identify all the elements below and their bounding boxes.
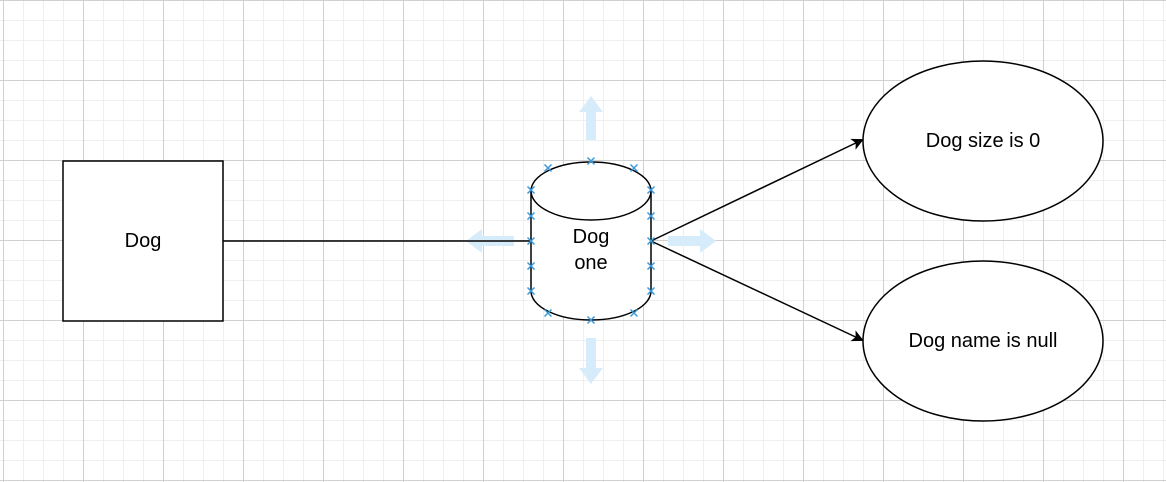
- dog-one-label-line1: Dog: [572, 226, 610, 248]
- hover-arrow-up-icon[interactable]: [579, 96, 603, 140]
- hover-arrow-right-icon[interactable]: [668, 229, 716, 253]
- connection-point-icon[interactable]: [646, 185, 656, 195]
- dog-node[interactable]: [62, 160, 224, 322]
- dog-size-node-label: Dog size is 0: [863, 61, 1103, 221]
- connection-point-icon[interactable]: [646, 211, 656, 221]
- dog-name-node-label: Dog name is null: [863, 261, 1103, 421]
- connection-point-icon[interactable]: [629, 163, 639, 173]
- connection-point-icon[interactable]: [629, 308, 639, 318]
- dog-size-label-text: Dog size is 0: [925, 130, 1041, 152]
- connection-point-icon[interactable]: [526, 211, 536, 221]
- connection-point-icon[interactable]: [586, 315, 596, 325]
- dog-one-label-line2: one: [574, 252, 608, 274]
- connection-point-icon[interactable]: [526, 236, 536, 246]
- connection-point-icon[interactable]: [526, 185, 536, 195]
- connection-point-icon[interactable]: [646, 261, 656, 271]
- dog-label-text: Dog: [124, 230, 162, 252]
- dog-name-label-text: Dog name is null: [908, 330, 1058, 352]
- hover-arrow-down-icon[interactable]: [579, 338, 603, 384]
- connection-point-icon[interactable]: [526, 261, 536, 271]
- selection-handles: [526, 156, 656, 325]
- edge-dog-one-to-dog-name[interactable]: [650, 240, 864, 342]
- connection-point-icon[interactable]: [543, 163, 553, 173]
- connection-point-icon[interactable]: [586, 156, 596, 166]
- connection-point-icon[interactable]: [646, 286, 656, 296]
- dog-node-label: Dog: [63, 161, 223, 321]
- dog-name-node[interactable]: [862, 260, 1104, 422]
- connection-point-icon[interactable]: [646, 236, 656, 246]
- edge-dog-one-to-dog-size[interactable]: [650, 138, 864, 242]
- connection-point-icon[interactable]: [526, 286, 536, 296]
- dog-size-node[interactable]: [862, 60, 1104, 222]
- dog-one-node-label: Dog one: [531, 210, 651, 290]
- connection-point-icon[interactable]: [543, 308, 553, 318]
